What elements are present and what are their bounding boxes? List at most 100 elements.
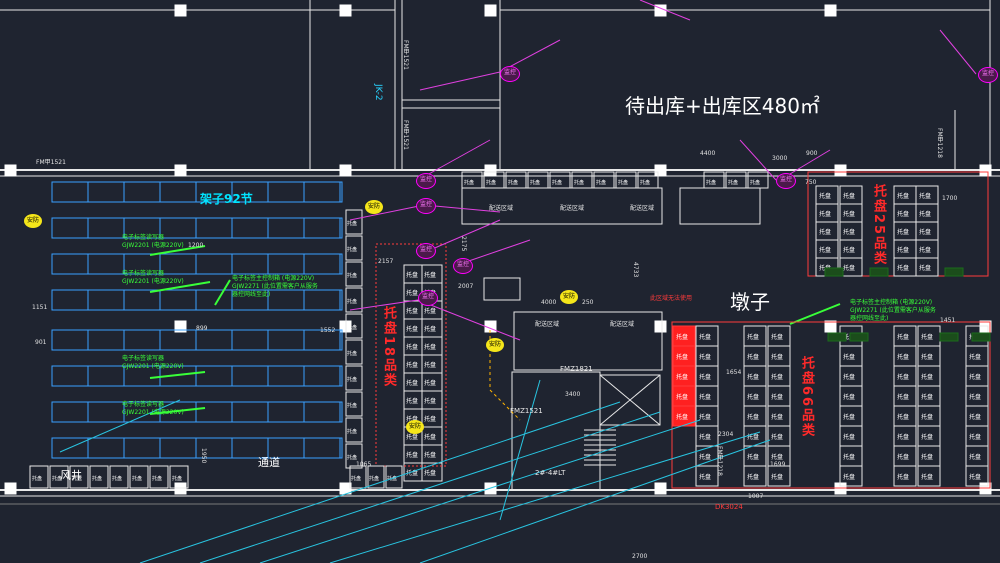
pallet-cell <box>367 465 385 489</box>
dk-label: DK3024 <box>715 503 743 511</box>
pallet-text: 托盘 <box>969 473 981 481</box>
controller-note-2: GJW2271 (此位置需客户从服务 <box>850 307 936 314</box>
pallet-text: 托盘 <box>406 433 418 441</box>
controller-note: 电子标签主控制箱 (电源220V) <box>850 299 933 306</box>
pallet-text: 托盘 <box>699 413 711 421</box>
pallet-text: 托盘 <box>132 475 142 482</box>
dimension: 1699 <box>770 461 786 468</box>
dimension: 3400 <box>565 391 581 398</box>
pallet-text: 托盘 <box>921 353 933 361</box>
door-label: FM甲1521 <box>402 120 409 150</box>
pallet-cell <box>345 391 363 417</box>
pallet-text: 托盘 <box>771 453 783 461</box>
pallet-text: 托盘 <box>699 433 711 441</box>
pallet-text: 托盘 <box>843 333 855 341</box>
pallet-cell <box>69 465 89 489</box>
pallet-cell <box>345 365 363 391</box>
pallet-cell <box>839 465 863 487</box>
cable-line <box>199 411 661 563</box>
jk-label: JK-2 <box>373 84 383 101</box>
stair-box <box>511 371 601 491</box>
door-label: FM甲1218 <box>936 128 943 158</box>
pallet-cell <box>345 443 363 469</box>
security-badge: 安防 <box>486 338 504 352</box>
pallet-text: 托盘 <box>897 264 909 272</box>
zone-boundary <box>375 243 447 467</box>
pallet-text: 托盘 <box>897 453 909 461</box>
pallet-cell <box>767 465 791 487</box>
column <box>834 164 847 177</box>
pallet-text: 托盘 <box>699 473 711 481</box>
elevator-cross <box>599 374 661 426</box>
monitor-badge: 监控 <box>416 243 436 259</box>
pallet-text: 托盘 <box>406 289 418 297</box>
pallet-text: 托盘 <box>897 353 909 361</box>
cable-line <box>139 401 621 563</box>
pallet-text: 托盘 <box>843 453 855 461</box>
rack-row <box>51 217 343 239</box>
room-box <box>679 187 761 225</box>
pallet-text: 托盘 <box>424 379 436 387</box>
rack-row <box>51 401 343 423</box>
pallet-cell <box>169 465 189 489</box>
pallet-text: 托盘 <box>969 413 981 421</box>
pallet-cell <box>695 465 719 487</box>
column <box>484 164 497 177</box>
pallet-text: 托盘 <box>747 353 759 361</box>
pallet-text: 托盘 <box>424 343 436 351</box>
security-badge: 安防 <box>560 290 578 304</box>
pallet-text: 托盘 <box>969 373 981 381</box>
pallet-text: 托盘 <box>921 333 933 341</box>
room-label: 配送区域 <box>630 205 655 212</box>
pallet-text: 托盘 <box>897 433 909 441</box>
cable-line <box>639 0 691 21</box>
pallet-text: 托盘 <box>424 433 436 441</box>
column <box>339 164 352 177</box>
pallet-text: 托盘 <box>819 210 831 218</box>
dimension: 2175 <box>460 236 467 252</box>
pallet-text: 托盘 <box>969 393 981 401</box>
pallet-cell <box>29 465 49 489</box>
pallet-text: 托盘 <box>676 413 688 421</box>
pallet-text: 托盘 <box>771 433 783 441</box>
column <box>654 320 667 333</box>
rack-spec-note: GJW2201 (电源220V) <box>122 242 184 249</box>
room-box <box>461 187 663 225</box>
room-label: 配送区域 <box>610 321 635 328</box>
cable-line <box>423 204 501 213</box>
door-label: FM甲1218 <box>716 446 723 476</box>
security-badge: 安防 <box>406 420 424 434</box>
pallet-text: 托盘 <box>969 453 981 461</box>
column <box>339 4 352 17</box>
cable-line <box>419 71 501 91</box>
controller-note: 电子标签主控制箱 (电源220V) <box>232 275 315 282</box>
pallet-text: 托盘 <box>747 413 759 421</box>
pallet-text: 托盘 <box>406 397 418 405</box>
monitor-badge: 监控 <box>500 66 520 82</box>
cable-line <box>429 219 501 251</box>
pallet-cell <box>965 465 989 487</box>
pallet-text: 托盘 <box>508 179 518 186</box>
cable-line <box>329 431 761 563</box>
pallet-text: 托盘 <box>919 228 931 236</box>
pallet-text: 托盘 <box>152 475 162 482</box>
column <box>979 164 992 177</box>
dimension: 750 <box>805 179 817 186</box>
pallet-cell <box>385 465 403 489</box>
dimension: 2700 <box>632 553 648 560</box>
pallet-text: 托盘 <box>843 210 855 218</box>
door-label: FM甲1521 <box>36 159 66 166</box>
pallet-text: 托盘 <box>486 179 496 186</box>
rack-tag-note: 电子标签读写器 <box>122 234 165 241</box>
dimension: 3000 <box>772 155 788 162</box>
zone-boundary <box>671 321 991 489</box>
pallet-text: 托盘 <box>424 271 436 279</box>
pallet-text: 托盘 <box>843 246 855 254</box>
tag-marker <box>824 267 844 277</box>
leader-line <box>149 371 206 379</box>
pallet-cell <box>893 465 917 487</box>
pallet-text: 托盘 <box>843 413 855 421</box>
pallet-text: 托盘 <box>919 192 931 200</box>
